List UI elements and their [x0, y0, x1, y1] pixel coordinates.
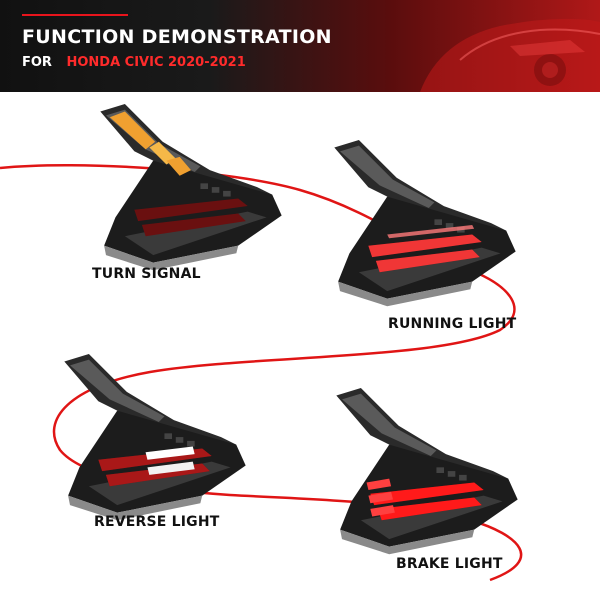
banner-model: HONDA CIVIC 2020-2021	[66, 55, 246, 70]
label-running-light: RUNNING LIGHT	[388, 316, 517, 332]
turn-signal-lamp	[96, 104, 286, 274]
label-brake-light: BRAKE LIGHT	[396, 556, 503, 572]
banner-prefix: FOR	[22, 55, 52, 70]
header-banner: FUNCTION DEMONSTRATION FOR HONDA CIVIC 2…	[0, 0, 600, 92]
label-reverse-light: REVERSE LIGHT	[94, 514, 220, 530]
brake-light-lamp	[332, 388, 522, 558]
accent-line	[22, 14, 128, 16]
banner-title: FUNCTION DEMONSTRATION	[22, 26, 332, 48]
running-light-lamp	[330, 140, 520, 310]
label-turn-signal: TURN SIGNAL	[92, 266, 201, 282]
reverse-light-lamp	[60, 354, 250, 524]
car-silhouette-icon	[420, 18, 600, 92]
banner-subtitle: FOR HONDA CIVIC 2020-2021	[22, 55, 246, 70]
